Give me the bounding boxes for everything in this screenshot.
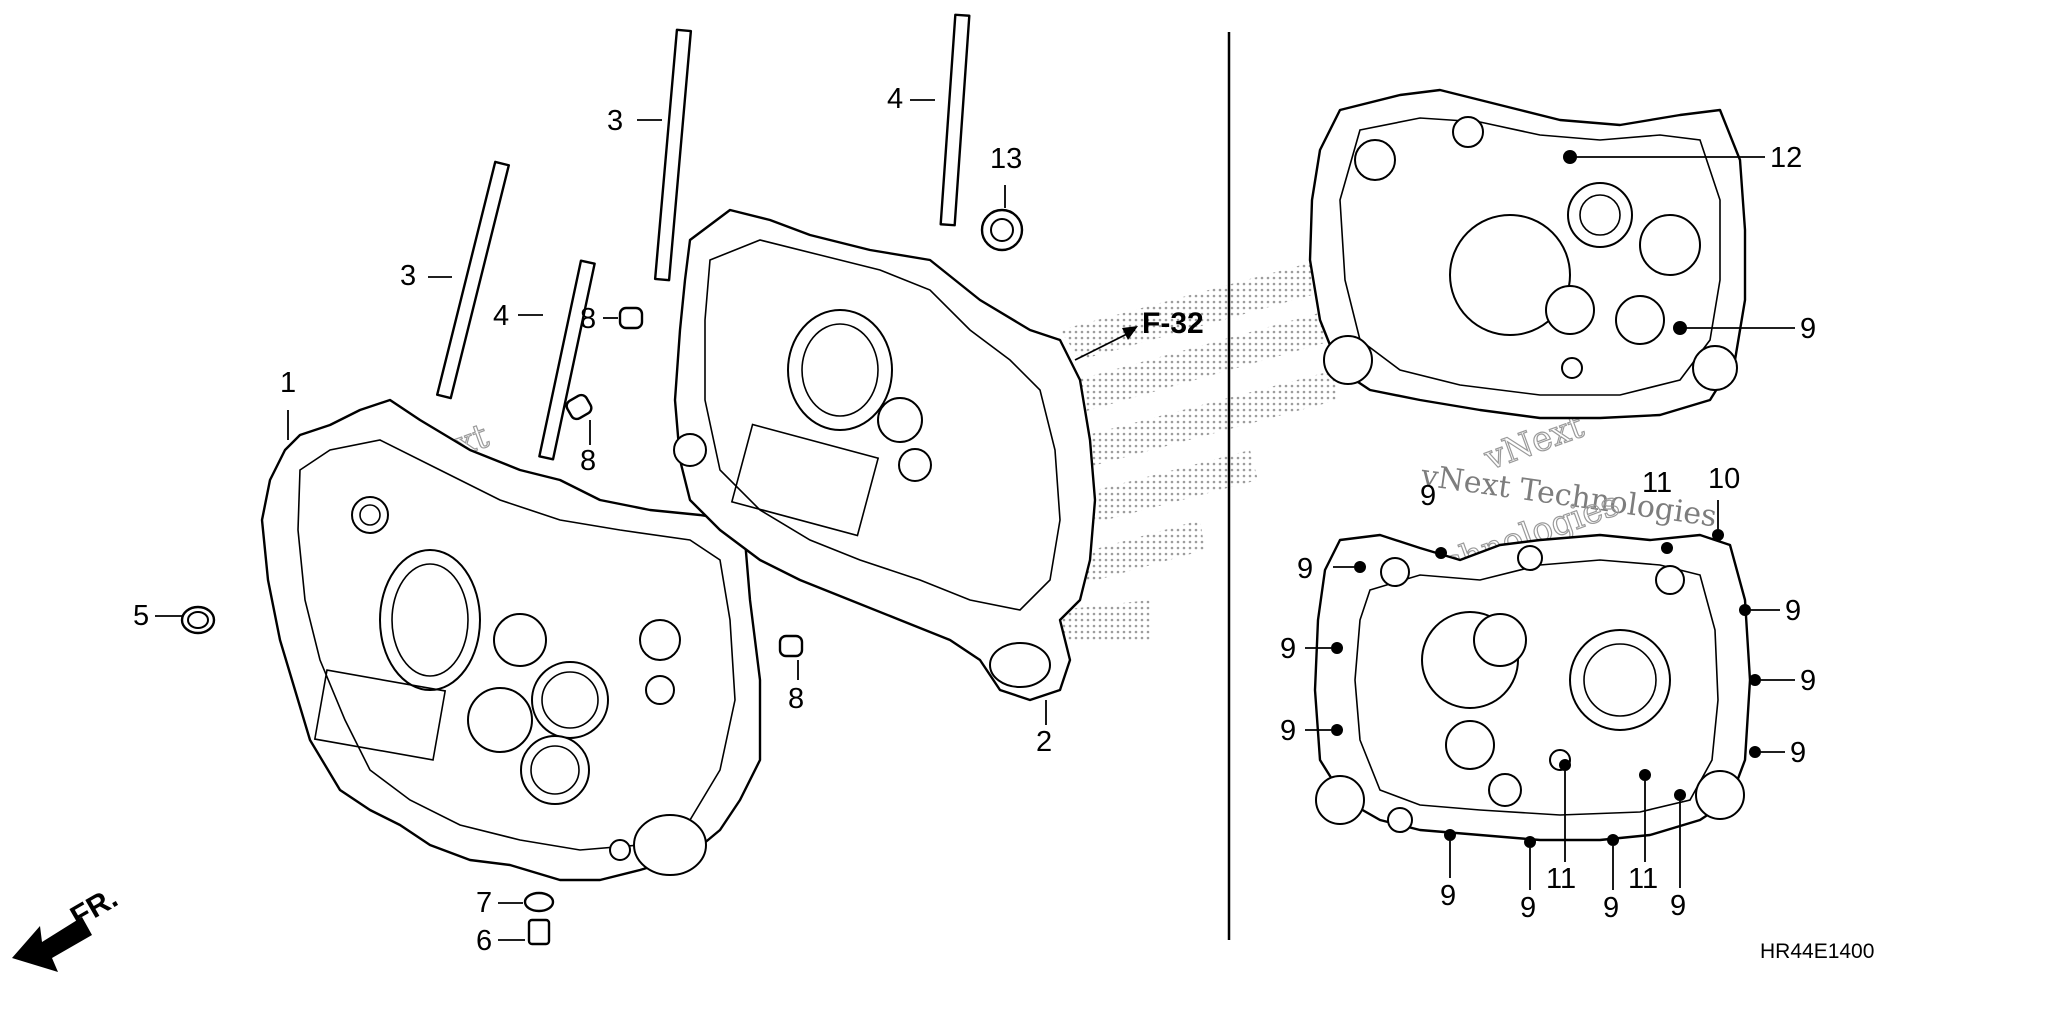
callout-6: 6 <box>476 925 492 957</box>
callout-9-g: 9 <box>1790 737 1806 769</box>
crankcase-bottom-view <box>1313 533 1752 842</box>
callout-1: 1 <box>280 367 296 399</box>
callout-8c: 8 <box>788 683 804 715</box>
callout-11-a: 11 <box>1546 863 1576 895</box>
callout-9-b: 9 <box>1297 553 1313 585</box>
callout-4b: 4 <box>887 83 903 115</box>
callout-3b: 3 <box>607 105 623 137</box>
callout-10: 10 <box>1708 463 1740 495</box>
right-crankcase <box>673 208 1097 702</box>
callout-13: 13 <box>990 143 1022 175</box>
crankcase-top-view <box>1308 88 1747 420</box>
callout-7: 7 <box>476 887 492 919</box>
callout-9-h: 9 <box>1440 880 1456 912</box>
dowel-pin-part-8-b <box>565 393 593 421</box>
callout-9-a: 9 <box>1420 480 1436 512</box>
callout-4a: 4 <box>493 300 509 332</box>
dowel-pin-part-8-a <box>618 306 644 330</box>
reference-f32: F-32 <box>1142 307 1204 340</box>
callout-9-c: 9 <box>1280 633 1296 665</box>
washer-part-7 <box>523 891 555 913</box>
front-arrow: FR. <box>12 881 123 972</box>
callout-11-b: 11 <box>1628 863 1658 895</box>
callout-9-f: 9 <box>1800 665 1816 697</box>
callout-9-d: 9 <box>1280 715 1296 747</box>
drain-bolt-part-6 <box>527 918 551 946</box>
callout-9-j: 9 <box>1603 892 1619 924</box>
callout-8a: 8 <box>580 303 596 335</box>
callout-3a: 3 <box>400 260 416 292</box>
callout-11-top: 11 <box>1642 467 1672 499</box>
callout-12: 12 <box>1770 142 1802 174</box>
left-crankcase <box>260 398 762 882</box>
reference-arrow-line <box>1074 329 1136 361</box>
callout-2: 2 <box>1036 726 1052 758</box>
callout-labels: 1 2 3 3 4 4 5 6 7 8 8 8 13 12 9 9 9 9 9 … <box>133 83 1816 957</box>
bolt-markers <box>1331 529 1761 848</box>
callout-9-i: 9 <box>1520 892 1536 924</box>
dowel-pin-part-8-c <box>778 634 804 658</box>
leader-lines <box>155 99 1795 941</box>
callout-8b: 8 <box>580 445 596 477</box>
callout-9-top: 9 <box>1800 313 1816 345</box>
callout-9-k: 9 <box>1670 890 1686 922</box>
reference-arrow-head <box>1122 326 1138 340</box>
stud-bolts <box>435 13 971 461</box>
callout-9-e: 9 <box>1785 595 1801 627</box>
callout-5: 5 <box>133 600 149 632</box>
diagram-code: HR44E1400 <box>1760 940 1874 963</box>
